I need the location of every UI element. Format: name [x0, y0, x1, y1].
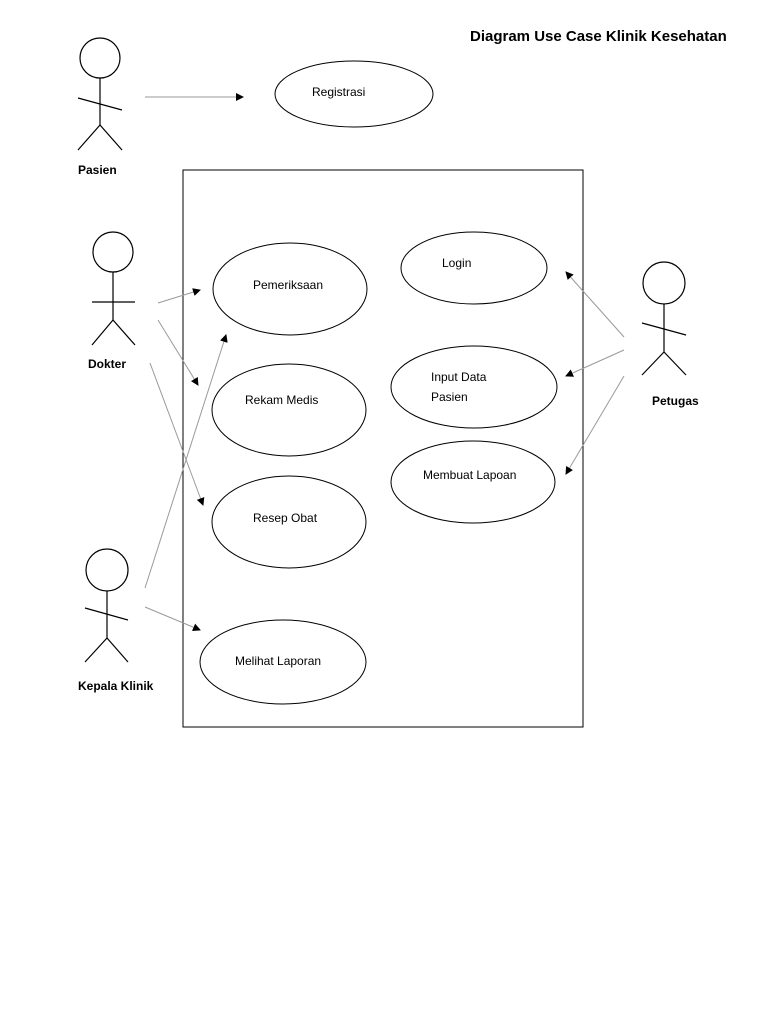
usecase-input-data-pasien-label-line2: Pasien: [431, 390, 468, 404]
actor-label-dokter: Dokter: [88, 357, 127, 371]
actor-kepala-klinik-figure: [84, 548, 129, 663]
usecase-membuat-laporan-ellipse: [390, 440, 556, 524]
usecase-melihat-laporan-label: Melihat Laporan: [235, 654, 322, 668]
diagram-title: Diagram Use Case Klinik Kesehatan: [470, 28, 727, 45]
actor-label-pasien: Pasien: [78, 163, 117, 177]
usecase-resep-obat-ellipse: [211, 475, 367, 569]
usecase-login-label: Login: [442, 256, 472, 270]
assoc-petugas-membuat-laporan: [565, 375, 625, 475]
actor-pasien-figure: [77, 37, 123, 151]
assoc-petugas-login: [565, 271, 625, 338]
usecase-rekam-medis-label: Rekam Medis: [245, 393, 319, 407]
assoc-dokter-pemeriksaan: [157, 288, 201, 304]
system-boundary: [182, 169, 584, 728]
assoc-kepala-pemeriksaan: [144, 334, 228, 589]
assoc-dokter-resep-obat: [149, 362, 205, 506]
usecase-input-data-pasien-label-line1: Input Data: [431, 370, 487, 384]
actor-label-kepala-klinik: Kepala Klinik: [78, 679, 154, 693]
assoc-petugas-input-data: [565, 349, 625, 377]
usecase-resep-obat-label: Resep Obat: [253, 511, 318, 525]
assoc-dokter-rekam-medis: [157, 319, 199, 386]
usecase-registrasi-ellipse: [274, 60, 434, 128]
usecase-rekam-medis-ellipse: [211, 363, 367, 457]
usecase-pemeriksaan-ellipse: [212, 242, 368, 336]
assoc-kepala-melihat-laporan: [144, 606, 201, 631]
associations: [144, 93, 625, 631]
usecase-membuat-laporan-label: Membuat Lapoan: [423, 468, 517, 482]
usecase-pemeriksaan-label: Pemeriksaan: [253, 278, 324, 292]
usecase-input-data-pasien-ellipse: [390, 345, 558, 429]
usecase-login-ellipse: [400, 231, 548, 305]
actor-petugas-figure: [641, 261, 687, 376]
usecase-registrasi-label: Registrasi: [312, 85, 366, 99]
actor-label-petugas: Petugas: [652, 394, 699, 408]
usecase-melihat-laporan-ellipse: [199, 619, 367, 705]
actor-dokter-figure: [91, 231, 136, 346]
